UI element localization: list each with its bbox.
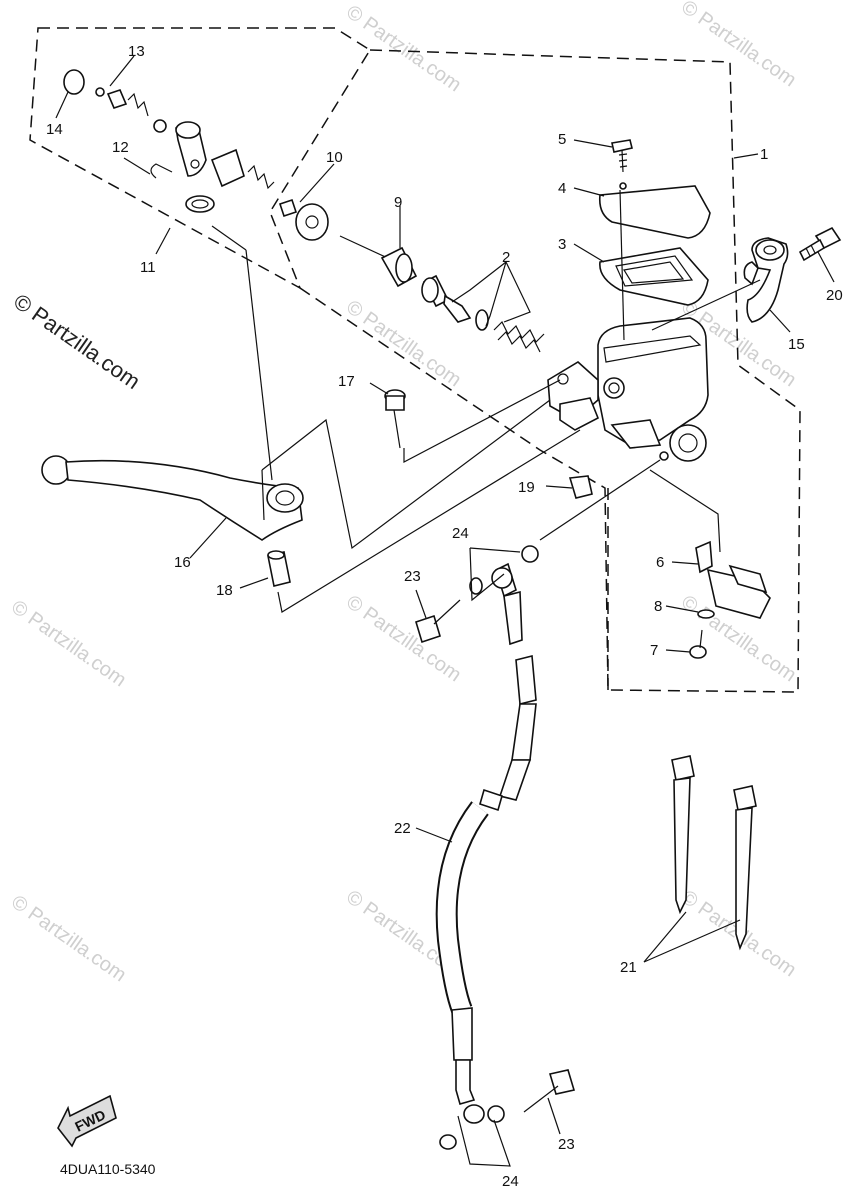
piston-kit <box>421 274 545 353</box>
callout-1: 1 <box>760 146 768 163</box>
spring <box>493 320 545 353</box>
callout-17: 17 <box>338 373 355 390</box>
union-bolt-bottom <box>523 1069 576 1113</box>
gasket-top <box>469 545 539 595</box>
callout-24-bottom: 24 <box>502 1173 519 1190</box>
callout-19: 19 <box>518 479 535 496</box>
callout-15: 15 <box>788 336 805 353</box>
callout-7: 7 <box>650 642 658 659</box>
brake-hose <box>435 562 537 1124</box>
callout-9: 9 <box>394 194 402 211</box>
collar <box>267 550 291 587</box>
callout-12: 12 <box>112 139 129 156</box>
switch-screw <box>689 629 707 659</box>
watermark: © Partzilla.com <box>677 0 800 91</box>
brake-switch <box>695 540 771 619</box>
callout-24-top: 24 <box>452 525 469 542</box>
pivot-nut <box>568 475 593 499</box>
callout-10: 10 <box>326 149 343 166</box>
callout-4: 4 <box>558 180 566 197</box>
leader-lines <box>211 189 761 1167</box>
fwd-arrow: FWD <box>57 1094 117 1148</box>
callout-13: 13 <box>128 43 145 60</box>
watermark: © Partzilla.com <box>342 591 465 686</box>
callout-8: 8 <box>654 598 662 615</box>
watermark: © Partzilla.com <box>342 296 465 391</box>
union-bolt-top <box>415 599 461 644</box>
watermark: © Partzilla.com <box>7 596 130 691</box>
callouts: 1 2 3 4 5 6 7 8 9 10 11 12 13 14 15 16 1… <box>46 43 843 1190</box>
callout-14: 14 <box>46 121 63 138</box>
callout-23-top: 23 <box>404 568 421 585</box>
drawing-code: 4DUA110-5340 <box>60 1161 156 1177</box>
group-boundaries <box>29 27 801 693</box>
callout-23-bottom: 23 <box>558 1136 575 1153</box>
callout-3: 3 <box>558 236 566 253</box>
dust-boot <box>278 198 329 241</box>
callout-22: 22 <box>394 820 411 837</box>
callout-18: 18 <box>216 582 233 599</box>
callout-21: 21 <box>620 959 637 976</box>
watermark-main: © Partzilla.com <box>9 289 145 395</box>
watermark: © Partzilla.com <box>7 891 130 986</box>
callout-2: 2 <box>502 249 510 266</box>
master-cylinder <box>547 139 711 462</box>
brake-lever <box>41 455 304 541</box>
callout-5: 5 <box>558 131 566 148</box>
switch-washer <box>697 609 715 619</box>
gasket-bottom <box>439 1105 505 1150</box>
callout-20: 20 <box>826 287 843 304</box>
callout-pointers <box>55 55 835 1135</box>
lever-adjuster-parts <box>63 69 275 213</box>
cable-ties <box>671 755 757 951</box>
clamp-bolt <box>798 226 842 262</box>
push-rod <box>339 235 418 288</box>
callout-6: 6 <box>656 554 664 571</box>
callout-11: 11 <box>140 259 156 276</box>
clamp-bracket <box>743 237 789 323</box>
watermark: © Partzilla.com <box>342 1 465 96</box>
pivot-bolt <box>384 389 406 449</box>
callout-16: 16 <box>174 554 191 571</box>
